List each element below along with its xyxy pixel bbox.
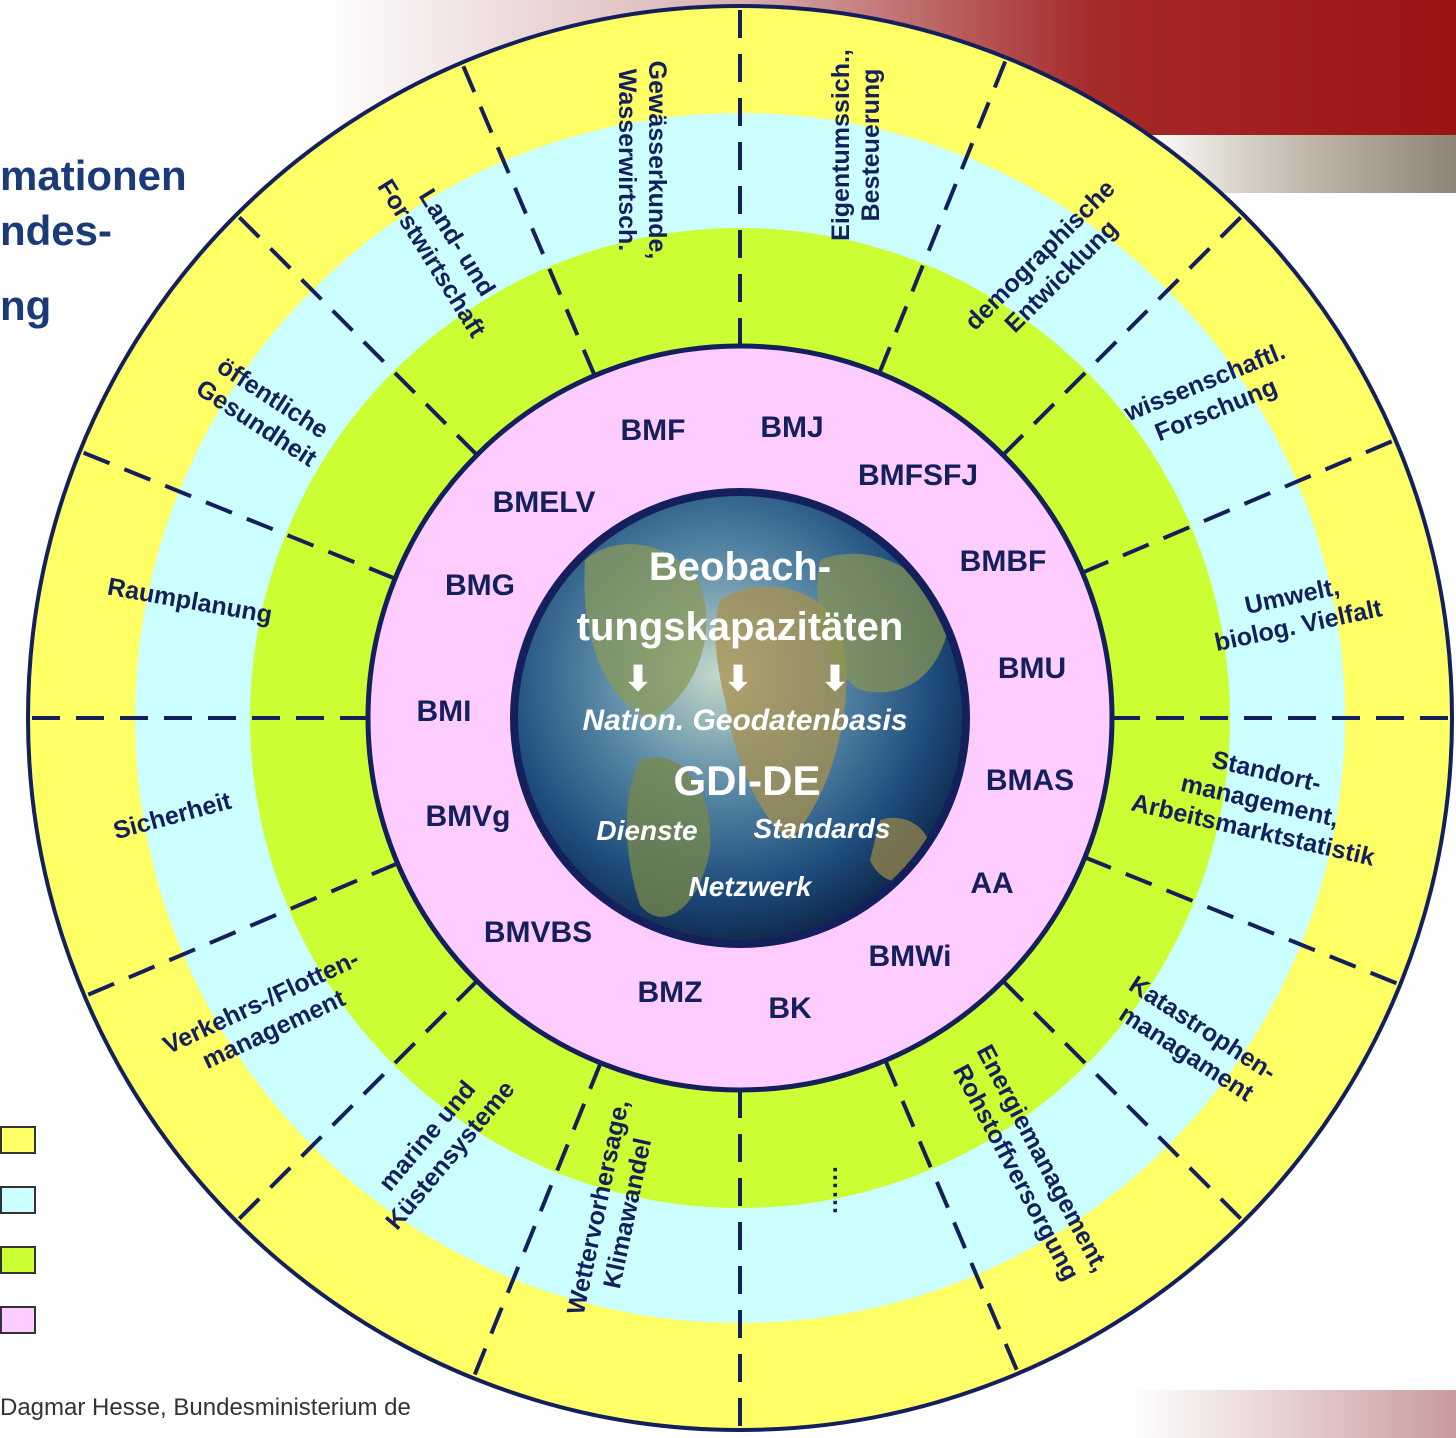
- ministry-label: BMJ: [760, 411, 823, 444]
- ministry-label: BMU: [998, 652, 1066, 685]
- footer-gradient-bar: [1130, 1390, 1456, 1438]
- domain-label-line: Besteuerung: [857, 69, 885, 222]
- globe-text: Beobach- tungskapazitäten ⬇ ⬇ ⬇ Nation. …: [577, 545, 908, 902]
- sector-divider: [235, 979, 479, 1223]
- sector-dividers: [28, 6, 1452, 1430]
- ministry-label: BMG: [445, 569, 515, 602]
- domain-label-line: Wasserwirtsch.: [613, 69, 641, 251]
- page-title-line-1: mationen: [0, 152, 187, 199]
- arrow-down-icon: ⬇: [624, 660, 653, 698]
- globe-standards: Standards: [754, 813, 891, 844]
- arrow-down-icon: ⬇: [821, 660, 850, 698]
- domain-label: ……: [815, 1165, 843, 1215]
- footer-author: Dagmar Hesse, Bundesministerium de: [0, 1394, 411, 1421]
- ministry-label: BMAS: [986, 764, 1074, 797]
- page-title-line-3: ng: [0, 282, 52, 329]
- globe-landmasses: [584, 544, 950, 917]
- ministry-label: AA: [970, 867, 1013, 900]
- ministry-label: BK: [768, 992, 812, 1025]
- globe-geodatenbasis: Nation. Geodatenbasis: [582, 704, 907, 737]
- globe-title-line-2: tungskapazitäten: [577, 605, 904, 649]
- legend-swatch-lightblue: [0, 1186, 36, 1214]
- legend-swatch-pink: [0, 1306, 36, 1334]
- ministry-label: BMBF: [960, 545, 1047, 578]
- domain-label: Eigentumssich.,Besteuerung: [827, 49, 885, 241]
- ministry-label: BMFSFJ: [858, 459, 978, 492]
- ministry-label: BMZ: [638, 976, 703, 1009]
- legend-swatch-outer: [0, 1126, 36, 1154]
- ministry-label: BMF: [621, 414, 686, 447]
- sector-divider: [1081, 437, 1397, 575]
- globe-dienste: Dienste: [596, 815, 697, 846]
- ministry-label: BMVBS: [484, 916, 592, 949]
- sector-divider: [1001, 213, 1245, 457]
- domain-label: Gewässerkunde,Wasserwirtsch.: [613, 61, 671, 260]
- sector-divider: [235, 213, 479, 457]
- sector-divider: [877, 57, 1009, 374]
- sector-divider: [471, 1062, 603, 1379]
- legend-swatch-green: [0, 1246, 36, 1274]
- domain-label-line: Eigentumssich.,: [827, 49, 855, 241]
- sector-divider: [79, 449, 396, 581]
- globe-gdi-de: GDI-DE: [674, 757, 821, 804]
- sector-divider: [1001, 979, 1245, 1223]
- sector-divider: [459, 61, 597, 377]
- ministry-label: BMVg: [426, 800, 511, 833]
- domain-label-line: Gewässerkunde,: [643, 61, 671, 260]
- arrow-down-icon: ⬇: [724, 660, 753, 698]
- ministry-label: BMWi: [868, 940, 951, 973]
- globe-netzwerk: Netzwerk: [689, 871, 813, 902]
- domain-label-line: ……: [815, 1165, 843, 1215]
- globe-title-line-1: Beobach-: [649, 545, 831, 589]
- page-title-line-2: ndes-: [0, 207, 113, 254]
- ministry-label: BMELV: [493, 486, 596, 519]
- sector-divider: [883, 1059, 1021, 1375]
- sector-divider: [83, 861, 399, 999]
- sector-divider: [1084, 855, 1401, 987]
- ministry-label: BMI: [417, 695, 472, 728]
